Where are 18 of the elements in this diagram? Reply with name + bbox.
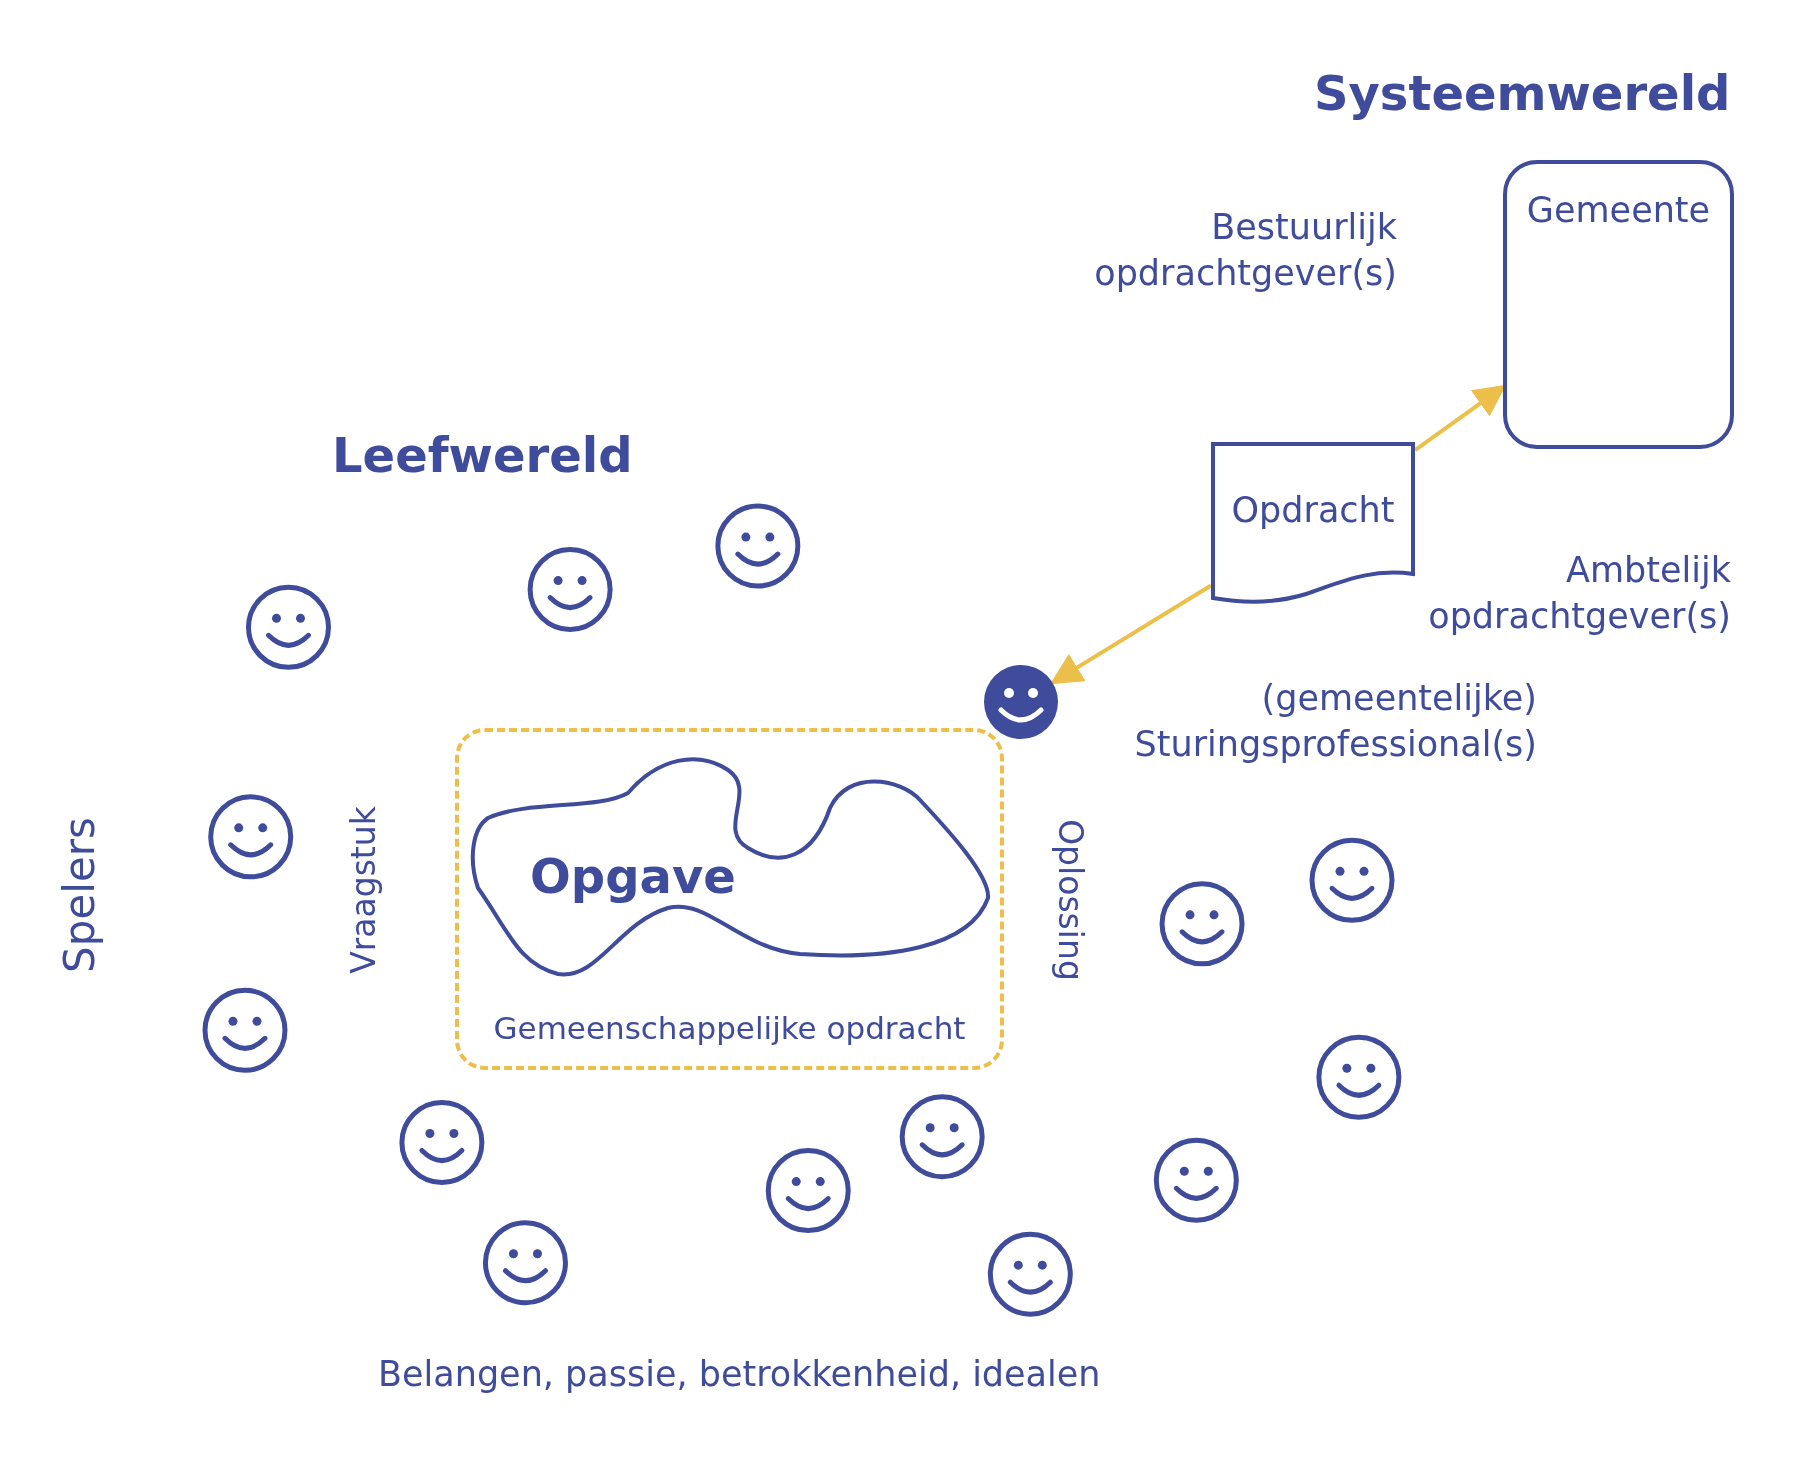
role-label: (gemeentelijke) Sturingsprofessional(s) — [1133, 677, 1537, 766]
document-title: Opdracht — [1230, 490, 1396, 530]
box-title: Gemeente — [1525, 190, 1712, 230]
role-label: Ambtelijk opdrachtgever(s) — [1427, 549, 1731, 638]
frame-caption: Gemeenschappelijke opdracht — [492, 1010, 967, 1046]
side-label: Spelers — [53, 817, 105, 973]
professional-icon — [983, 664, 1059, 740]
role-label: Bestuurlijk opdrachtgever(s) — [1093, 206, 1397, 295]
institution-box — [1503, 160, 1734, 449]
arrow — [1050, 583, 1213, 685]
caption-text: Belangen, passie, betrokkenheid, idealen — [378, 1353, 1101, 1396]
section-heading: Leefwereld — [332, 426, 633, 485]
side-label: Vraagstuk — [342, 806, 384, 974]
section-heading: Systeemwereld — [1314, 64, 1731, 123]
cloud-title: Opgave — [530, 848, 736, 904]
dashed-frame — [455, 728, 1004, 1070]
document-shape — [1211, 442, 1415, 604]
side-label: Oplossing — [1050, 819, 1092, 981]
